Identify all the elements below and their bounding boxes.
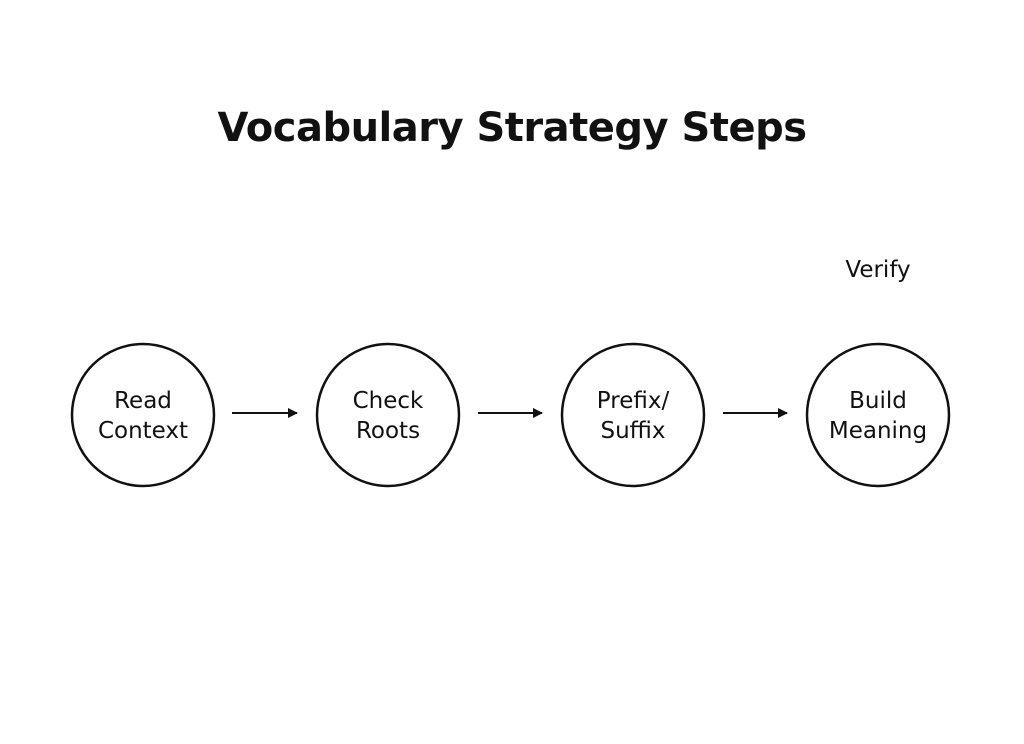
step-label-line: Roots [356, 418, 420, 444]
diagram-title: Vocabulary Strategy Steps [217, 105, 807, 151]
step-label-line: Check [353, 388, 424, 414]
step-label-line: Meaning [829, 418, 927, 444]
step-label-line: Read [114, 388, 172, 414]
step-circle [560, 342, 706, 488]
verify-label: Verify [845, 257, 910, 283]
step-label-line: Prefix/ [597, 388, 670, 414]
step-circle [805, 342, 951, 488]
step-label-line: Context [98, 418, 188, 444]
step-node-build-meaning: Build Meaning [805, 342, 951, 488]
step-node-prefix-suffix: Prefix/ Suffix [560, 342, 706, 488]
step-label-line: Suffix [600, 418, 665, 444]
step-circle [70, 342, 216, 488]
step-label-line: Build [849, 388, 907, 414]
step-node-read-context: Read Context [70, 342, 216, 488]
step-node-check-roots: Check Roots [315, 342, 461, 488]
step-circle [315, 342, 461, 488]
